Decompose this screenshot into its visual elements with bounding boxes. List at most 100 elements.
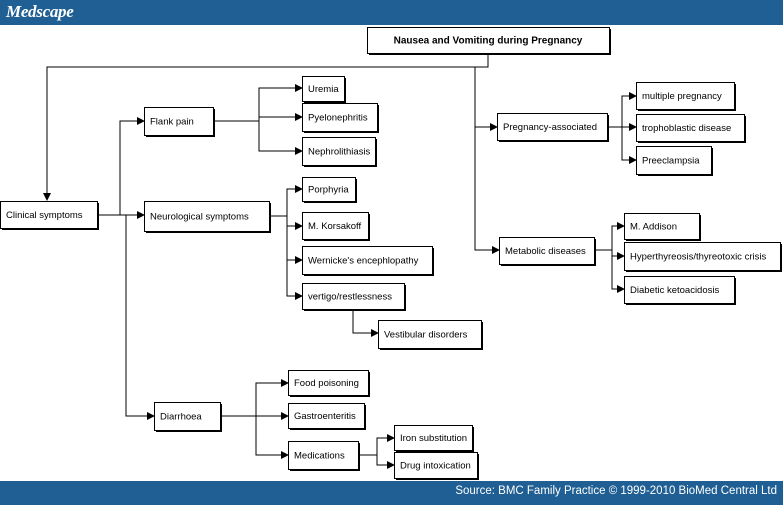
bottom-banner: Source: BMC Family Practice © 1999-2010 … xyxy=(0,481,783,505)
node-box xyxy=(624,276,735,304)
edge-diarrhoea-food xyxy=(220,379,289,417)
node-diabetic: Diabetic ketoacidosis xyxy=(624,276,736,305)
node-box xyxy=(394,425,473,451)
edge-metabolic-diabetic xyxy=(611,256,625,293)
node-box xyxy=(144,107,214,136)
node-addison: M. Addison xyxy=(624,213,701,241)
edge-neuro-wernicke xyxy=(286,226,303,264)
node-label-diabetic: Diabetic ketoacidosis xyxy=(630,285,719,296)
edge-pregnancy-multiple xyxy=(607,92,637,128)
edge-flank-nephro xyxy=(258,121,303,155)
node-label-neuro: Neurological symptoms xyxy=(150,212,249,223)
edge-diarrhoea-medications xyxy=(255,416,289,459)
node-label-pyelo: Pyelonephritis xyxy=(308,113,368,124)
node-nephro: Nephrolithiasis xyxy=(302,137,377,167)
node-label-korsakoff: M. Korsakoff xyxy=(308,221,362,232)
node-metabolic: Metabolic diseases xyxy=(499,237,596,266)
node-box xyxy=(302,76,345,102)
node-box xyxy=(302,137,376,166)
node-label-preeclampsia: Preeclampsia xyxy=(642,156,700,167)
node-box xyxy=(636,82,735,110)
node-box xyxy=(499,237,595,265)
diagram-title-box: Nausea and Vomiting during Pregnancy xyxy=(367,27,611,55)
node-porphyria: Porphyria xyxy=(302,177,357,203)
node-hyperthyreosis: Hyperthyreosis/thyreotoxic crisis xyxy=(624,242,782,272)
edge-clinical-diarrhoea xyxy=(120,214,155,420)
source-credit: Source: BMC Family Practice © 1999-2010 … xyxy=(455,485,777,497)
node-tropho: trophoblastic disease xyxy=(636,114,746,143)
node-box xyxy=(144,201,270,232)
edge-neuro-porphyria xyxy=(269,185,303,217)
edge-neuro-vertigo xyxy=(286,260,303,300)
edge-medications-iron xyxy=(358,434,395,456)
node-box xyxy=(624,242,781,271)
node-box xyxy=(302,246,433,275)
node-gastro: Gastroenteritis xyxy=(288,403,366,430)
edge-metabolic-hyper xyxy=(611,250,625,260)
node-box xyxy=(288,403,365,429)
node-label-medications: Medications xyxy=(294,451,345,462)
diagram-title: Nausea and Vomiting during Pregnancy xyxy=(394,36,583,47)
node-vertigo: vertigo/restlessness xyxy=(302,283,406,311)
node-multiple: multiple pregnancy xyxy=(636,82,736,111)
top-banner: Medscape xyxy=(0,0,783,25)
node-label-vestibular: Vestibular disorders xyxy=(384,330,468,341)
node-box xyxy=(624,213,700,240)
edge-pregnancy-preeclampsia xyxy=(621,127,637,164)
node-wernicke: Wernicke's encephlopathy xyxy=(302,246,434,276)
edge-medications-drug xyxy=(376,455,395,469)
connector-lines xyxy=(43,53,637,469)
edge-title-metabolic xyxy=(474,67,500,254)
node-box xyxy=(302,212,369,240)
node-label-gastro: Gastroenteritis xyxy=(294,411,356,422)
node-drug: Drug intoxication xyxy=(394,452,479,480)
node-label-flank: Flank pain xyxy=(150,117,194,128)
node-box xyxy=(302,103,378,132)
node-box xyxy=(154,402,221,431)
node-flank: Flank pain xyxy=(144,107,215,137)
node-label-hyperthyreosis: Hyperthyreosis/thyreotoxic crisis xyxy=(630,252,766,263)
edge-vertigo-vestibular xyxy=(352,309,379,337)
node-label-addison: M. Addison xyxy=(630,222,677,233)
node-label-porphyria: Porphyria xyxy=(308,185,349,196)
node-box xyxy=(288,370,369,396)
node-box xyxy=(367,27,610,54)
edge-metabolic-addison xyxy=(594,222,625,251)
node-label-pregnancy: Pregnancy-associated xyxy=(503,122,597,133)
node-box xyxy=(636,146,712,175)
node-label-multiple: multiple pregnancy xyxy=(642,91,722,102)
node-label-drug: Drug intoxication xyxy=(400,461,471,472)
node-diarrhoea: Diarrhoea xyxy=(154,402,222,432)
node-label-wernicke: Wernicke's encephlopathy xyxy=(308,256,419,267)
node-box xyxy=(302,177,356,202)
node-label-iron: Iron substitution xyxy=(400,433,467,444)
node-box xyxy=(636,114,745,142)
node-label-food: Food poisoning xyxy=(294,378,359,389)
node-label-diarrhoea: Diarrhoea xyxy=(160,412,202,423)
node-box xyxy=(302,283,405,310)
node-medications: Medications xyxy=(288,441,360,471)
node-uremia: Uremia xyxy=(302,76,346,103)
node-box xyxy=(394,452,478,479)
node-label-nephro: Nephrolithiasis xyxy=(308,147,371,158)
edge-title-clinical xyxy=(43,53,489,201)
node-label-uremia: Uremia xyxy=(308,84,339,95)
node-pregnancy: Pregnancy-associated xyxy=(497,113,609,142)
node-label-clinical: Clinical symptoms xyxy=(6,210,83,221)
medscape-logo: Medscape xyxy=(6,2,74,21)
node-label-metabolic: Metabolic diseases xyxy=(505,246,586,257)
edge-neuro-korsakoff xyxy=(286,216,303,230)
node-box xyxy=(497,113,608,141)
node-label-tropho: trophoblastic disease xyxy=(642,123,731,134)
node-neuro: Neurological symptoms xyxy=(144,201,271,233)
node-clinical: Clinical symptoms xyxy=(0,201,99,230)
edge-flank-uremia xyxy=(213,84,303,122)
node-box xyxy=(0,201,98,229)
node-food: Food poisoning xyxy=(288,370,370,397)
node-preeclampsia: Preeclampsia xyxy=(636,146,713,176)
node-iron: Iron substitution xyxy=(394,425,474,452)
node-label-vertigo: vertigo/restlessness xyxy=(308,292,392,303)
node-korsakoff: M. Korsakoff xyxy=(302,212,370,241)
node-vestibular: Vestibular disorders xyxy=(378,320,483,350)
